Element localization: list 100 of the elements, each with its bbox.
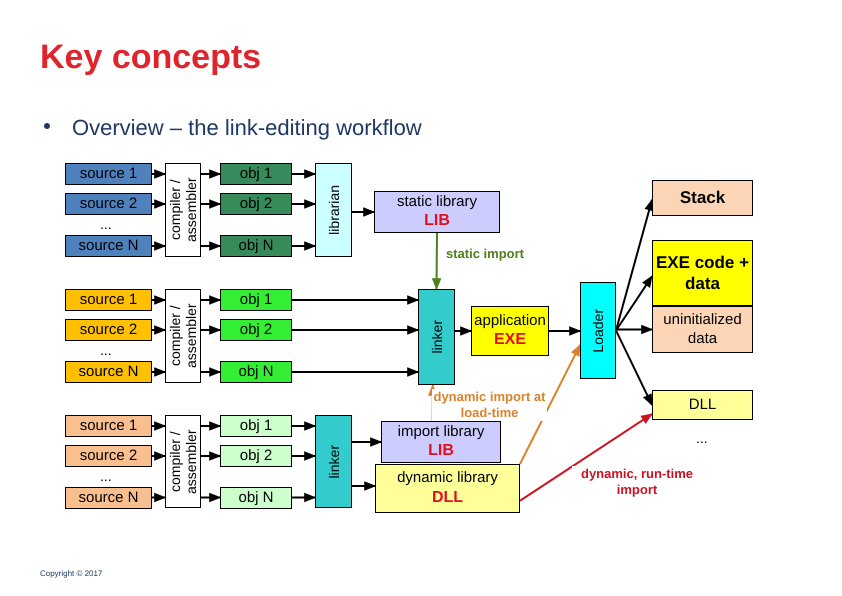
- arrow: [152, 199, 166, 209]
- box-label: source 1: [80, 290, 138, 310]
- box-label: source N: [78, 362, 139, 382]
- executable-box: [471, 306, 549, 356]
- memory-segment: [652, 390, 753, 420]
- object-file-box: [220, 361, 292, 383]
- arrow: [201, 492, 222, 502]
- box-label: dynamic library: [397, 469, 498, 488]
- library-box: [375, 464, 520, 513]
- object-file-box: [220, 415, 292, 437]
- box-label: source N: [78, 488, 139, 508]
- box-label: source 1: [80, 416, 138, 436]
- object-file-box: [220, 487, 292, 509]
- arrow: [455, 326, 472, 336]
- library-type: LIB: [428, 441, 454, 462]
- arrow: [615, 330, 653, 406]
- object-file-box: [220, 289, 292, 311]
- box-label: application: [474, 312, 546, 330]
- arrow: [292, 367, 420, 377]
- arrow: [292, 169, 316, 179]
- arrow: [152, 451, 166, 461]
- box-label: DLL: [688, 396, 716, 414]
- box-label: librarian: [326, 185, 342, 235]
- arrow: [152, 241, 166, 251]
- box-label: static library: [396, 192, 478, 212]
- arrow: [152, 421, 166, 431]
- box-label: source N: [78, 236, 139, 256]
- object-file-box: [220, 193, 292, 215]
- bullet-text: Overview – the link-editing workflow: [72, 114, 422, 142]
- box-label: compiler / assembler: [167, 302, 199, 370]
- arrow: [292, 451, 316, 461]
- loader-box: [580, 282, 616, 379]
- object-file-box: [220, 235, 292, 257]
- library-type: EXE: [494, 330, 526, 350]
- box-label: source 2: [80, 194, 138, 214]
- box-label: obj 2: [240, 194, 272, 214]
- arrow: [292, 295, 420, 305]
- box-label: import library: [398, 422, 484, 442]
- arrow: [432, 232, 442, 290]
- linker-box: [418, 289, 455, 385]
- ellipsis: ...: [100, 341, 112, 360]
- arrow: [292, 325, 420, 335]
- compiler-box: [165, 163, 201, 257]
- source-box: [65, 361, 152, 383]
- ellipsis: ...: [100, 215, 112, 234]
- arrow: [549, 326, 582, 336]
- ellipsis: ...: [696, 429, 708, 448]
- librarian-box: [315, 163, 352, 257]
- box-label: obj 2: [240, 446, 272, 466]
- source-box: [65, 319, 152, 341]
- source-box: [65, 235, 152, 257]
- arrow: [615, 275, 653, 332]
- object-file-box: [220, 319, 292, 341]
- arrow: [152, 492, 166, 502]
- source-box: [65, 193, 152, 215]
- box-label: source 1: [80, 164, 138, 184]
- ellipsis: ...: [100, 467, 112, 486]
- arrow: [152, 295, 166, 305]
- arrow: [292, 241, 316, 251]
- arrow: [201, 421, 222, 431]
- edge-label: dynamic import at load-time: [432, 389, 547, 421]
- arrow: [292, 492, 316, 502]
- arrow: [519, 344, 581, 464]
- box-label: obj N: [238, 362, 274, 382]
- compiler-box: [165, 415, 201, 508]
- box-label: obj 1: [240, 164, 272, 184]
- arrow: [352, 207, 376, 217]
- box-label: obj 1: [240, 290, 272, 310]
- box-label: source 2: [80, 446, 138, 466]
- source-box: [65, 487, 152, 509]
- arrow: [152, 367, 166, 377]
- box-label: obj 2: [240, 320, 272, 340]
- source-box: [65, 163, 152, 185]
- box-label: compiler / assembler: [167, 428, 199, 496]
- box-label: obj N: [238, 488, 274, 508]
- arrow: [352, 481, 376, 491]
- source-box: [65, 445, 152, 467]
- arrow: [201, 367, 222, 377]
- box-label: obj N: [238, 236, 274, 256]
- library-box: [374, 191, 500, 233]
- arrow: [201, 169, 222, 179]
- page-title: Key concepts: [40, 40, 262, 74]
- library-type: LIB: [424, 211, 450, 232]
- memory-segment: [652, 240, 753, 306]
- box-label: source 2: [80, 320, 138, 340]
- box-label: linker: [428, 320, 444, 354]
- source-box: [65, 415, 152, 437]
- box-label: compiler / assembler: [167, 176, 199, 244]
- box-label: obj 1: [240, 416, 272, 436]
- box-label: uninitialized data: [662, 310, 743, 348]
- box-label: EXE code + data: [654, 252, 750, 294]
- arrow: [292, 421, 316, 431]
- arrow: [201, 325, 222, 335]
- compiler-box: [165, 289, 201, 383]
- arrow: [152, 325, 166, 335]
- copyright-text: Copyright © 2017: [40, 568, 102, 580]
- arrow: [201, 241, 222, 251]
- arrow: [519, 413, 653, 502]
- arrow: [292, 199, 316, 209]
- arrow: [352, 437, 382, 447]
